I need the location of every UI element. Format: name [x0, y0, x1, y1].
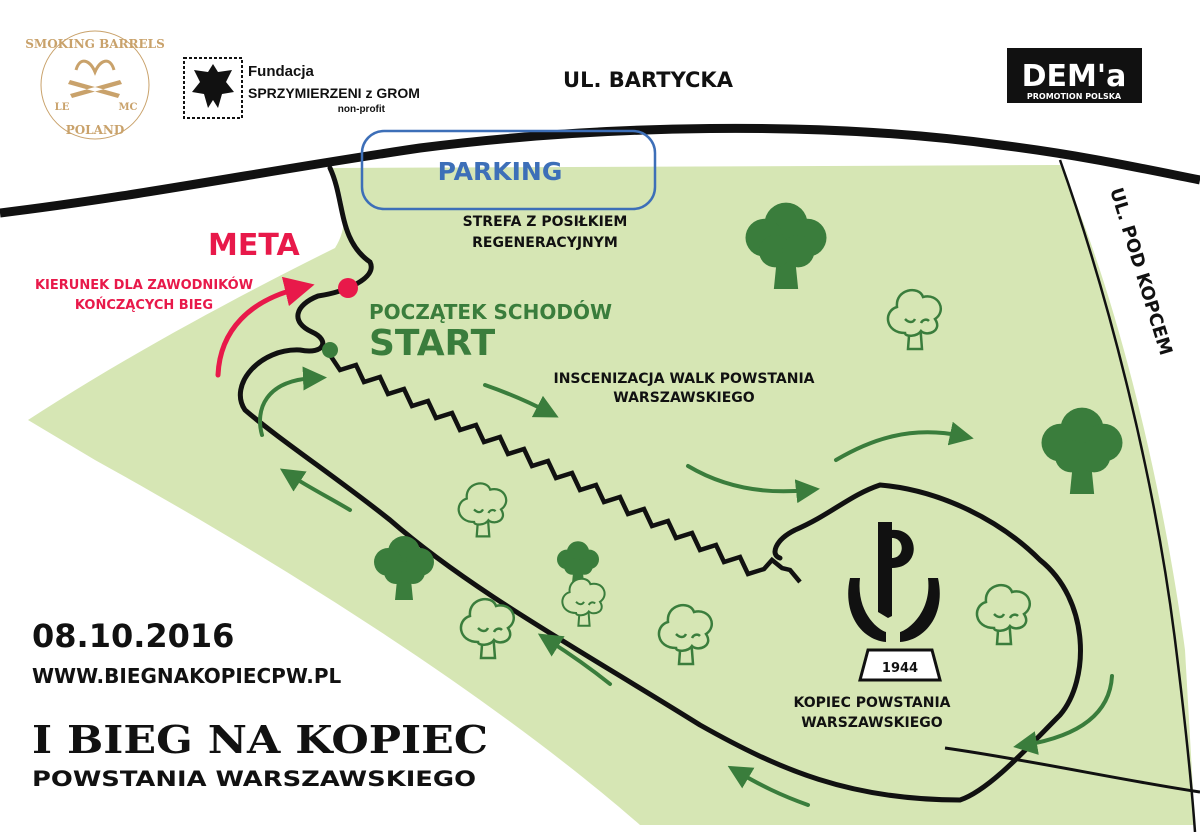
event-title: I BIEG NA KOPIEC — [32, 717, 488, 762]
direction-arrows — [258, 366, 1114, 807]
strefa-label-line1: STREFA Z POSIŁKIEM — [463, 214, 628, 230]
direction-arrow-4 — [1013, 674, 1114, 755]
run-route-loop — [237, 165, 1083, 803]
monument-kopiec: 1944 — [848, 522, 942, 682]
inscenizacja-label-line2: WARSZAWSKIEGO — [613, 390, 755, 406]
eagle-icon — [192, 64, 234, 108]
parking-area — [360, 129, 657, 211]
monument-year: 1944 — [882, 661, 918, 676]
event-url[interactable]: WWW.BIEGNAKOPIECPW.PL — [32, 664, 342, 688]
logo-fundacja: Fundacja SPRZYMIERZENI z GROM non-profit — [183, 57, 420, 119]
kierunek-label-line1: KIERUNEK DLA ZAWODNIKÓW — [35, 277, 253, 293]
direction-arrow-5 — [727, 765, 810, 807]
event-subtitle: POWSTANIA WARSZAWSKIEGO — [32, 767, 476, 791]
logo-dema-name: DEM'a — [1022, 59, 1127, 94]
poczatek-schodow-label: POCZĄTEK SCHODÓW — [369, 300, 612, 324]
logo-fundacja-line2: SPRZYMIERZENI z GROM — [248, 85, 420, 101]
kopiec-label-line1: KOPIEC POWSTANIA — [793, 695, 950, 711]
direction-arrow-8 — [258, 366, 327, 437]
anchor-symbol-icon — [878, 522, 914, 618]
direction-arrow-6 — [537, 633, 612, 686]
logo-dema: DEM'a PROMOTION POLSKA — [1007, 48, 1142, 103]
start-label: START — [369, 323, 496, 364]
logo-fundacja-line1: Fundacja — [248, 63, 315, 80]
logo-smoking-barrels-right: MC — [118, 102, 137, 113]
road-pod-kopcem — [1058, 159, 1197, 832]
horns-icon — [74, 59, 116, 76]
direction-arrow-7 — [279, 468, 352, 512]
logo-smoking-barrels: SMOKING BARRELS LE MC POLAND — [25, 30, 165, 140]
inscenizacja-label-line1: INSCENIZACJA WALK POWSTANIA — [554, 371, 815, 387]
strefa-label-line2: REGENERACYJNYM — [472, 235, 618, 251]
direction-arrow-1 — [483, 383, 559, 418]
direction-arrow-2 — [686, 464, 820, 504]
meta-label: META — [208, 228, 300, 263]
parking-label: PARKING — [438, 157, 563, 186]
event-date: 08.10.2016 — [32, 617, 234, 655]
stairs-zigzag — [328, 353, 802, 584]
logo-smoking-barrels-bottom: POLAND — [66, 123, 125, 137]
logo-smoking-barrels-top: SMOKING BARRELS — [25, 37, 165, 51]
street-label-bartycka: UL. BARTYCKA — [563, 68, 734, 92]
kopiec-label-line2: WARSZAWSKIEGO — [801, 715, 943, 731]
finish-point — [338, 278, 358, 298]
road-south — [944, 746, 1200, 794]
crossed-guns-icon — [68, 80, 122, 98]
kierunek-label-line2: KOŃCZĄCYCH BIEG — [75, 297, 213, 313]
start-point — [322, 342, 338, 358]
logo-dema-sub: PROMOTION POLSKA — [1027, 92, 1122, 101]
direction-arrow-3 — [834, 421, 974, 462]
logo-fundacja-line3: non-profit — [338, 104, 386, 115]
finish-direction-arrow — [215, 276, 315, 378]
road-bartycka — [0, 123, 1200, 218]
logo-smoking-barrels-left: LE — [55, 102, 70, 113]
